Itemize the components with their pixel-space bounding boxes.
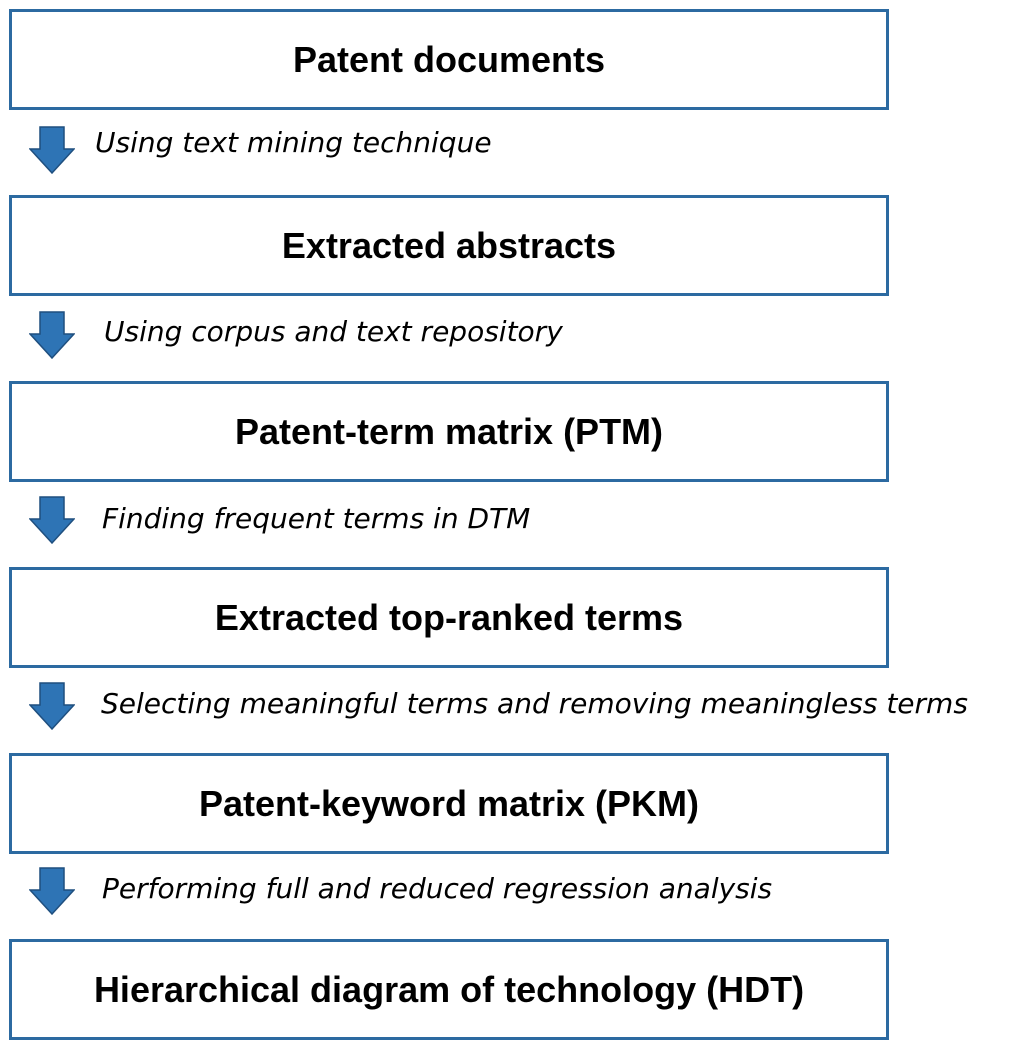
step-box-top-ranked-terms: Extracted top-ranked terms — [9, 567, 889, 668]
step-box-patent-keyword-matrix: Patent-keyword matrix (PKM) — [9, 753, 889, 854]
transition-label-text-mining: Using text mining technique — [95, 126, 492, 159]
step-box-hierarchical-diagram: Hierarchical diagram of technology (HDT) — [9, 939, 889, 1040]
step-label: Patent-term matrix (PTM) — [234, 410, 664, 452]
transition-label-frequent-terms: Finding frequent terms in DTM — [102, 502, 531, 535]
down-arrow-icon — [29, 682, 75, 730]
down-arrow-icon — [29, 126, 75, 174]
step-box-patent-term-matrix: Patent-term matrix (PTM) — [9, 381, 889, 482]
step-label: Hierarchical diagram of technology (HDT) — [93, 968, 805, 1010]
down-arrow-icon — [29, 496, 75, 544]
step-label: Patent documents — [292, 38, 606, 80]
transition-label-regression: Performing full and reduced regression a… — [102, 872, 773, 905]
step-label: Extracted abstracts — [281, 224, 617, 266]
step-box-extracted-abstracts: Extracted abstracts — [9, 195, 889, 296]
down-arrow-icon — [29, 867, 75, 915]
step-label: Extracted top-ranked terms — [214, 596, 684, 638]
step-label: Patent-keyword matrix (PKM) — [198, 782, 700, 824]
down-arrow-icon — [29, 311, 75, 359]
transition-label-corpus: Using corpus and text repository — [104, 315, 563, 348]
transition-label-select-terms: Selecting meaningful terms and removing … — [101, 687, 968, 720]
step-box-patent-documents: Patent documents — [9, 9, 889, 110]
